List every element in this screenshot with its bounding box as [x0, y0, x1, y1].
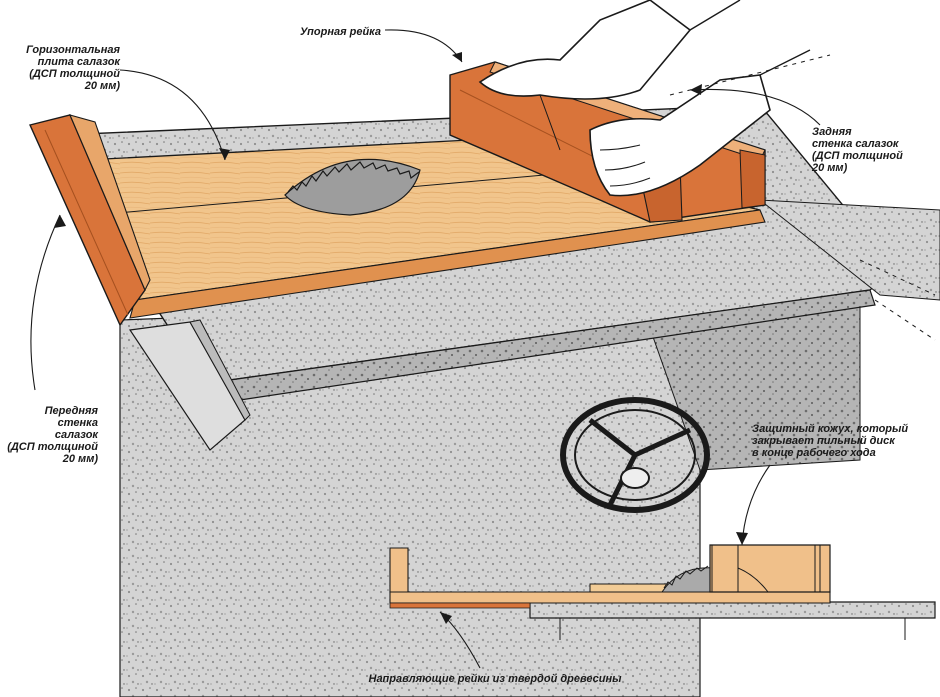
guide-rail — [128, 319, 251, 451]
label-back-wall: Задняя стенка салазок (ДСП толщиной 20 м… — [812, 126, 903, 174]
label-sled-plate: Горизонтальная плита салазок (ДСП толщин… — [26, 44, 120, 92]
saw-blade — [284, 158, 421, 216]
label-fence: Упорная рейка — [300, 26, 382, 38]
label-front-wall: Передняя стенка салазок (ДСП толщиной 20… — [7, 405, 98, 465]
side-view-inset — [389, 544, 936, 640]
table-extension — [758, 199, 940, 301]
label-guard: Защитный кожух, который закрывает пильны… — [752, 423, 909, 459]
leader-back-wall — [689, 88, 821, 126]
callout-arrowheads — [54, 52, 748, 624]
leader-plate — [119, 69, 226, 161]
sled-front-wall — [29, 114, 151, 327]
label-guide-rails: Направляющие рейки из твердой древесины — [368, 673, 622, 685]
handwheel — [560, 397, 710, 513]
leader-front-wall — [30, 214, 61, 391]
operator-hands — [478, 0, 811, 197]
